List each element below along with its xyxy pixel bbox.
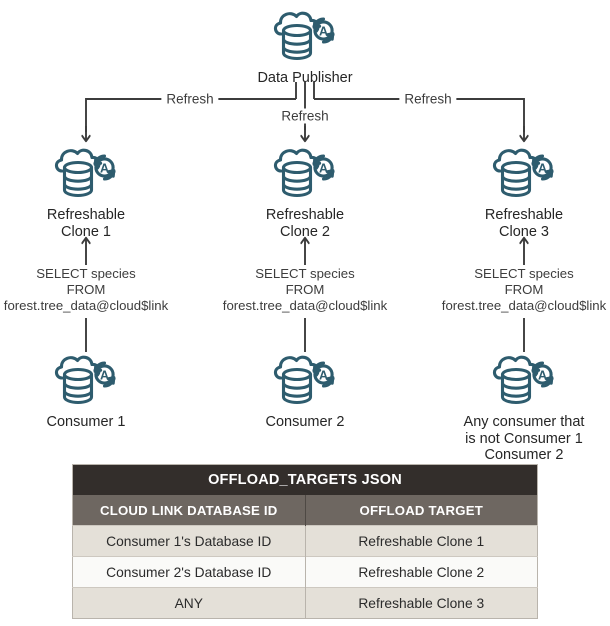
- node-consumer-2[interactable]: A Consumer 2: [210, 352, 400, 431]
- node-label-consumer-any: Any consumer that is not Consumer 1 Cons…: [463, 414, 585, 463]
- node-refreshable-clone-1[interactable]: A Refreshable Clone 1: [0, 145, 181, 240]
- node-label-refreshable-clone-3: Refreshable Clone 3: [484, 207, 564, 240]
- node-refreshable-clone-3[interactable]: A Refreshable Clone 3: [429, 145, 610, 240]
- table-row: Consumer 2's Database ID Refreshable Clo…: [72, 556, 538, 588]
- column-header-cloud-link-database-id: CLOUD LINK DATABASE ID: [72, 495, 306, 526]
- table-title-row: OFFLOAD_TARGETS JSON: [72, 464, 538, 495]
- cell-database-id: Consumer 2's Database ID: [72, 556, 306, 588]
- sql-query-3: SELECT species FROM forest.tree_data@clo…: [441, 266, 607, 313]
- node-label-consumer-2: Consumer 2: [265, 414, 345, 430]
- cell-offload-target: Refreshable Clone 3: [305, 587, 538, 619]
- node-refreshable-clone-2[interactable]: A Refreshable Clone 2: [210, 145, 400, 240]
- node-consumer-any[interactable]: A Any consumer that is not Consumer 1 Co…: [429, 352, 610, 464]
- edge-label-refresh-1: Refresh: [161, 91, 219, 107]
- sql-query-1: SELECT species FROM forest.tree_data@clo…: [3, 266, 169, 313]
- cloud-database-autonomous-icon: A: [54, 148, 116, 198]
- svg-text:A: A: [319, 369, 328, 383]
- cell-database-id: Consumer 1's Database ID: [72, 525, 306, 557]
- cloud-database-autonomous-icon: A: [492, 148, 554, 198]
- cell-offload-target: Refreshable Clone 1: [305, 525, 538, 557]
- svg-text:A: A: [100, 162, 109, 176]
- edge-label-refresh-3: Refresh: [399, 91, 457, 107]
- node-label-refreshable-clone-2: Refreshable Clone 2: [265, 207, 345, 240]
- svg-text:A: A: [538, 369, 547, 383]
- svg-text:A: A: [319, 25, 328, 39]
- edge-label-refresh-2: Refresh: [276, 108, 334, 124]
- column-header-offload-target: OFFLOAD TARGET: [305, 495, 538, 526]
- node-data-publisher[interactable]: A Data Publisher: [210, 8, 400, 87]
- cloud-database-autonomous-icon: A: [273, 148, 335, 198]
- node-label-consumer-1: Consumer 1: [46, 414, 126, 430]
- cloud-database-autonomous-icon: A: [54, 355, 116, 405]
- node-label-data-publisher: Data Publisher: [257, 70, 353, 86]
- cell-database-id: ANY: [72, 587, 306, 619]
- sql-query-2: SELECT species FROM forest.tree_data@clo…: [222, 266, 388, 313]
- cell-offload-target: Refreshable Clone 2: [305, 556, 538, 588]
- table-row: Consumer 1's Database ID Refreshable Clo…: [72, 525, 538, 557]
- offload-targets-table: OFFLOAD_TARGETS JSON CLOUD LINK DATABASE…: [72, 464, 538, 619]
- node-label-refreshable-clone-1: Refreshable Clone 1: [46, 207, 126, 240]
- cloud-database-autonomous-icon: A: [273, 11, 335, 61]
- table-row: ANY Refreshable Clone 3: [72, 587, 538, 619]
- svg-text:A: A: [100, 369, 109, 383]
- node-consumer-1[interactable]: A Consumer 1: [0, 352, 181, 431]
- cloud-database-autonomous-icon: A: [273, 355, 335, 405]
- svg-text:A: A: [538, 162, 547, 176]
- table-header-row: CLOUD LINK DATABASE ID OFFLOAD TARGET: [72, 495, 538, 526]
- table-title: OFFLOAD_TARGETS JSON: [72, 464, 538, 495]
- cloud-database-autonomous-icon: A: [492, 355, 554, 405]
- svg-text:A: A: [319, 162, 328, 176]
